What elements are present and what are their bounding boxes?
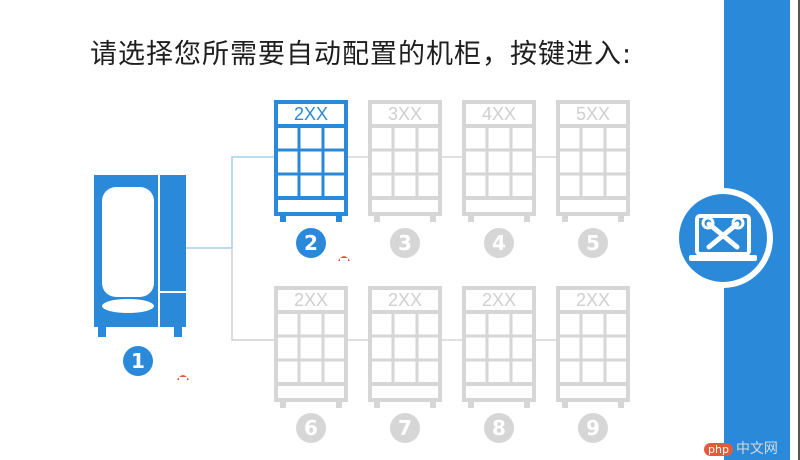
php-logo: php (704, 443, 733, 456)
cabinet-grid-icon (274, 286, 348, 408)
cabinet-5-top[interactable]: 5XX (556, 100, 630, 222)
cabinet-label: 2XX (481, 290, 517, 310)
cabinet-label: 5XX (575, 104, 611, 124)
cabinet-9-bottom[interactable]: 2XX (556, 286, 630, 408)
cabinet-label: 2XX (575, 290, 611, 310)
cabinet-8-bottom[interactable]: 2XX (462, 286, 536, 408)
cabinet-grid-icon (462, 286, 536, 408)
cabinet-7-bottom[interactable]: 2XX (368, 286, 442, 408)
cabinet-number-2[interactable]: 2 (296, 228, 326, 258)
cabinet-grid-icon (556, 286, 630, 408)
cabinet-number-7[interactable]: 7 (390, 413, 420, 443)
cabinet-number-4[interactable]: 4 (484, 228, 514, 258)
cabinet-grid-icon (462, 100, 536, 222)
cabinet-number-8[interactable]: 8 (484, 413, 514, 443)
cabinet-grid-icon (274, 100, 348, 222)
cabinet-label: 4XX (481, 104, 517, 124)
main-cabinet-1xx[interactable]: 1XX (94, 175, 186, 337)
cabinet-label: 2XX (387, 290, 423, 310)
watermark-text: 中文网 (735, 441, 778, 457)
cabinet-label: 3XX (387, 104, 423, 124)
cabinet-grid-icon (368, 100, 442, 222)
cabinet-number-6[interactable]: 6 (296, 413, 326, 443)
cabinet-3-top[interactable]: 3XX (368, 100, 442, 222)
cabinet-label: 2XX (293, 104, 329, 124)
cabinet-2-top[interactable]: 2XX (274, 100, 348, 222)
mouse-cursor-icon (177, 375, 189, 380)
cabinet-number-9[interactable]: 9 (578, 413, 608, 443)
mouse-cursor-icon (338, 256, 350, 261)
page-title: 请选择您所需要自动配置的机柜，按键进入: (90, 39, 633, 70)
cabinet-grid-icon (368, 286, 442, 408)
tools-laptop-icon (673, 188, 773, 288)
cabinet-6-bottom[interactable]: 2XX (274, 286, 348, 408)
vending-machine-icon (94, 175, 186, 337)
main-cabinet-label: 1XX (110, 225, 146, 245)
cabinet-number-3[interactable]: 3 (390, 228, 420, 258)
cabinet-number-5[interactable]: 5 (578, 228, 608, 258)
cabinet-label: 2XX (293, 290, 329, 310)
cabinet-4-top[interactable]: 4XX (462, 100, 536, 222)
cabinet-grid-icon (556, 100, 630, 222)
tools-button[interactable] (671, 186, 775, 290)
cabinet-number-1[interactable]: 1 (123, 346, 153, 376)
